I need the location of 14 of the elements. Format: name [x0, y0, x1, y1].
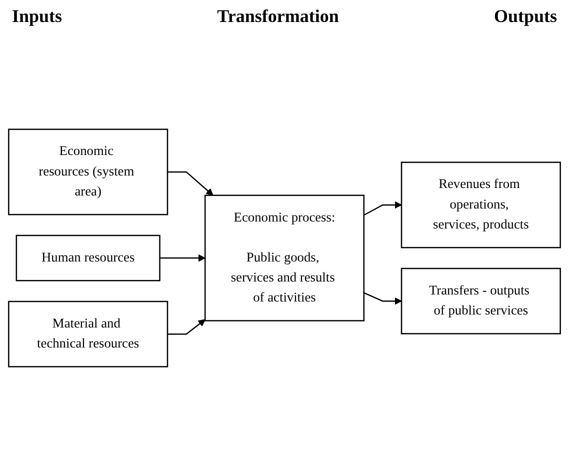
- node-box: Transfers - outputs of public services: [400, 268, 561, 334]
- arrow: [364, 201, 402, 216]
- column-heading: Outputs: [494, 6, 557, 28]
- node-box: Human resources: [16, 234, 160, 282]
- column-heading: Transformation: [217, 6, 339, 28]
- arrow: [160, 254, 206, 262]
- column-heading: Inputs: [12, 6, 62, 28]
- node-box: Economic process: Public goods, services and results of activities: [204, 194, 365, 322]
- arrow: [168, 319, 206, 335]
- arrow: [168, 171, 214, 196]
- node-box: Material and technical resources: [8, 300, 168, 368]
- arrow: [364, 292, 402, 305]
- node-box: Revenues from operations, services, products: [400, 162, 561, 248]
- node-box: Economic resources (system area): [8, 128, 168, 216]
